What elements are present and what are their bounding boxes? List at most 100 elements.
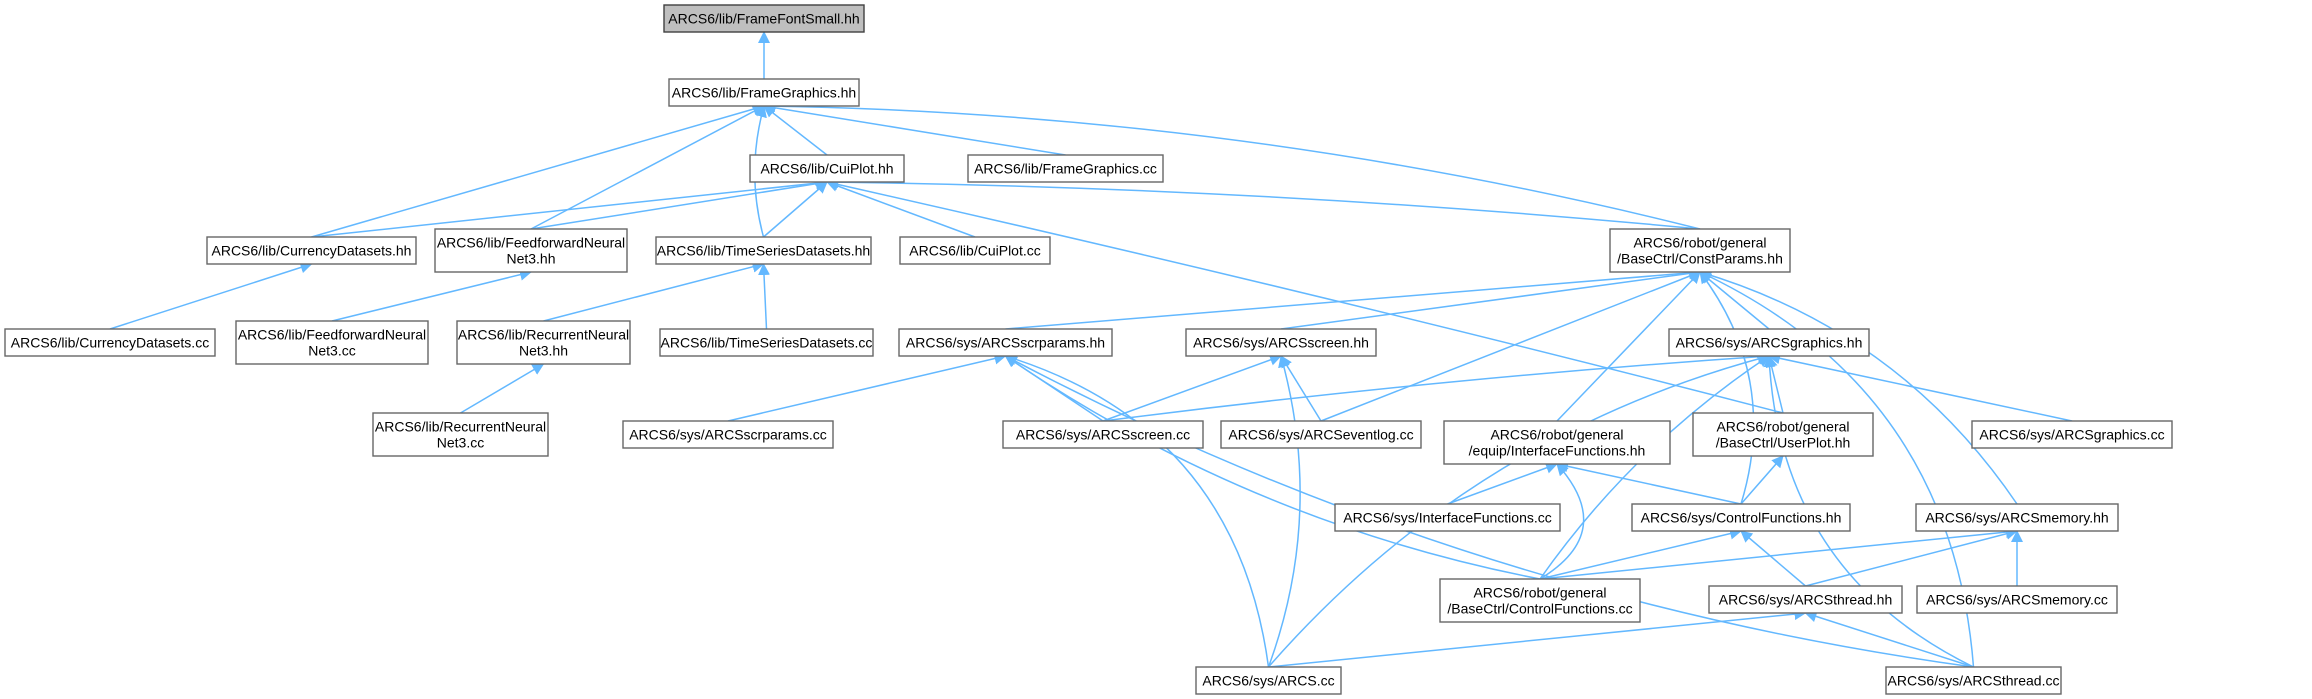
node-box — [967, 154, 1164, 183]
edge-memory_hh-to-constparams_hh — [1699, 269, 2018, 505]
edge-feedforward_cc-to-feedforward_hh — [331, 268, 532, 322]
node-interfacefunctions-hh[interactable]: ARCS6/robot/general/equip/InterfaceFunct… — [1443, 420, 1671, 465]
node-box — [1185, 328, 1377, 357]
edge-currencydatasets_hh-to-framegraphics_hh — [311, 103, 765, 238]
edge-interfacefunctions_hh-to-constparams_hh — [1556, 271, 1701, 422]
edge-controlfunctions_cc-to-controlfunctions_hh — [1539, 527, 1742, 580]
node-cuiplot-hh[interactable]: ARCS6/lib/CuiPlot.hh — [749, 154, 905, 183]
node-box — [4, 328, 216, 357]
node-scrparams-cc[interactable]: ARCS6/sys/ARCSscrparams.cc — [622, 420, 834, 449]
edge-cuiplot_hh-to-framegraphics_hh — [763, 105, 828, 156]
edge-feedforward_hh-to-framegraphics_hh — [530, 105, 765, 230]
edge-arcs_cc-to-thread_hh — [1268, 608, 1807, 668]
node-controlfunctions-cc[interactable]: ARCS6/robot/general/BaseCtrl/ControlFunc… — [1439, 578, 1641, 623]
edge-controlfunctions_hh-to-interfacefunctions_hh — [1556, 460, 1742, 505]
edge-controlfunctions_cc-to-interfacefunctions_hh — [1539, 463, 1585, 580]
node-box — [655, 236, 872, 265]
edge-controlfunctions_cc-to-memory_hh — [1539, 526, 2018, 580]
node-eventlog-cc[interactable]: ARCS6/sys/ARCSeventlog.cc — [1220, 420, 1422, 449]
node-box — [372, 412, 549, 457]
edge-graphics_cc-to-graphics_hh — [1768, 352, 2073, 422]
edge-controlfunctions_cc-to-scrparams_hh — [1004, 355, 1541, 580]
node-label-line: ARCS6/sys/ARCSgraphics.cc — [1979, 427, 2164, 443]
node-box — [1443, 420, 1671, 465]
node-label-line: /equip/InterfaceFunctions.hh — [1469, 443, 1646, 459]
node-userplot-hh[interactable]: ARCS6/robot/general/BaseCtrl/UserPlot.hh — [1692, 412, 1874, 457]
node-arcs-cc[interactable]: ARCS6/sys/ARCS.cc — [1195, 666, 1342, 695]
node-label-line: ARCS6/lib/FrameFontSmall.hh — [668, 11, 859, 27]
node-box — [1631, 503, 1851, 532]
node-thread-hh[interactable]: ARCS6/sys/ARCSthread.hh — [1708, 585, 1903, 614]
node-screen-cc[interactable]: ARCS6/sys/ARCSscreen.cc — [1002, 420, 1204, 449]
node-label-line: ARCS6/lib/CurrencyDatasets.cc — [11, 335, 209, 351]
edge-eventlog_cc-to-screen_hh — [1280, 355, 1322, 422]
node-framegraphics-hh[interactable]: ARCS6/lib/FrameGraphics.hh — [668, 78, 860, 107]
node-controlfunctions-hh[interactable]: ARCS6/sys/ControlFunctions.hh — [1631, 503, 1851, 532]
edge-recurrent_hh-to-timeseries_hh — [543, 260, 765, 322]
node-label-line: ARCS6/lib/RecurrentNeural — [375, 419, 546, 435]
node-graphics-hh[interactable]: ARCS6/sys/ARCSgraphics.hh — [1668, 328, 1870, 357]
node-label-line: ARCS6/sys/ARCSscreen.hh — [1193, 335, 1369, 351]
node-graphics-cc[interactable]: ARCS6/sys/ARCSgraphics.cc — [1971, 420, 2173, 449]
node-label-line: ARCS6/lib/CuiPlot.cc — [909, 243, 1041, 259]
node-box — [1885, 666, 2062, 695]
node-box — [1668, 328, 1870, 357]
nodes-layer: ARCS6/lib/FrameFontSmall.hhARCS6/lib/Fra… — [4, 4, 2173, 695]
node-memory-hh[interactable]: ARCS6/sys/ARCSmemory.hh — [1915, 503, 2119, 532]
node-label-line: ARCS6/lib/TimeSeriesDatasets.hh — [657, 243, 870, 259]
node-currencydatasets-cc[interactable]: ARCS6/lib/CurrencyDatasets.cc — [4, 328, 216, 357]
node-label-line: ARCS6/lib/FeedforwardNeural — [238, 327, 426, 343]
node-box — [1220, 420, 1422, 449]
node-label-line: ARCS6/robot/general — [1716, 419, 1849, 435]
edge-feedforward_hh-to-cuiplot_hh — [530, 177, 828, 230]
edge-controlfunctions_hh-to-constparams_hh — [1699, 271, 1755, 505]
edge-screen_cc-to-screen_hh — [1102, 354, 1282, 422]
node-screen-hh[interactable]: ARCS6/sys/ARCSscreen.hh — [1185, 328, 1377, 357]
node-box — [659, 328, 874, 357]
node-box — [206, 236, 417, 265]
node-constparams-hh[interactable]: ARCS6/robot/general/BaseCtrl/ConstParams… — [1609, 228, 1791, 273]
edge-constparams_hh-to-cuiplot_hh — [826, 176, 1701, 230]
edge-constparams_hh-to-framegraphics_hh — [763, 100, 1701, 230]
node-label-line: /BaseCtrl/ConstParams.hh — [1617, 251, 1783, 267]
node-box — [1916, 585, 2118, 614]
node-memory-cc[interactable]: ARCS6/sys/ARCSmemory.cc — [1916, 585, 2118, 614]
edges-layer — [109, 31, 2073, 668]
node-box — [1195, 666, 1342, 695]
edge-arcs_cc-to-scrparams_hh — [1004, 353, 1270, 668]
node-cuiplot-cc[interactable]: ARCS6/lib/CuiPlot.cc — [899, 236, 1051, 265]
node-framegraphics-cc[interactable]: ARCS6/lib/FrameGraphics.cc — [967, 154, 1164, 183]
edge-thread_cc-to-thread_hh — [1804, 610, 1974, 668]
node-timeseries-cc[interactable]: ARCS6/lib/TimeSeriesDatasets.cc — [659, 328, 874, 357]
node-label-line: Net3.cc — [308, 343, 355, 359]
node-interfacefunctions-cc[interactable]: ARCS6/sys/InterfaceFunctions.cc — [1334, 503, 1561, 532]
edge-screen_hh-to-constparams_hh — [1280, 267, 1701, 330]
edge-screen_cc-to-graphics_hh — [1102, 350, 1770, 422]
node-label-line: ARCS6/robot/general — [1473, 585, 1606, 601]
node-box — [668, 78, 860, 107]
node-box — [1334, 503, 1561, 532]
node-framefontsmall-hh[interactable]: ARCS6/lib/FrameFontSmall.hh — [663, 4, 865, 33]
node-label-line: /BaseCtrl/ControlFunctions.cc — [1447, 601, 1632, 617]
node-currencydatasets-hh[interactable]: ARCS6/lib/CurrencyDatasets.hh — [206, 236, 417, 265]
node-label-line: ARCS6/lib/RecurrentNeural — [458, 327, 629, 343]
node-label-line: ARCS6/sys/ARCSmemory.cc — [1926, 592, 2108, 608]
node-label-line: ARCS6/sys/ControlFunctions.hh — [1641, 510, 1842, 526]
node-scrparams-hh[interactable]: ARCS6/sys/ARCSscrparams.hh — [898, 328, 1113, 357]
edge-currencydatasets_cc-to-currencydatasets_hh — [109, 261, 313, 330]
node-label-line: ARCS6/sys/ARCSthread.hh — [1719, 592, 1893, 608]
node-timeseries-hh[interactable]: ARCS6/lib/TimeSeriesDatasets.hh — [655, 236, 872, 265]
node-box — [434, 228, 628, 273]
node-box — [1915, 503, 2119, 532]
node-box — [1971, 420, 2173, 449]
node-box — [749, 154, 905, 183]
node-box — [622, 420, 834, 449]
edge-arcs_cc-to-graphics_hh — [1267, 353, 1770, 668]
edge-graphics_hh-to-constparams_hh — [1699, 271, 1770, 330]
node-thread-cc[interactable]: ARCS6/sys/ARCSthread.cc — [1885, 666, 2062, 695]
